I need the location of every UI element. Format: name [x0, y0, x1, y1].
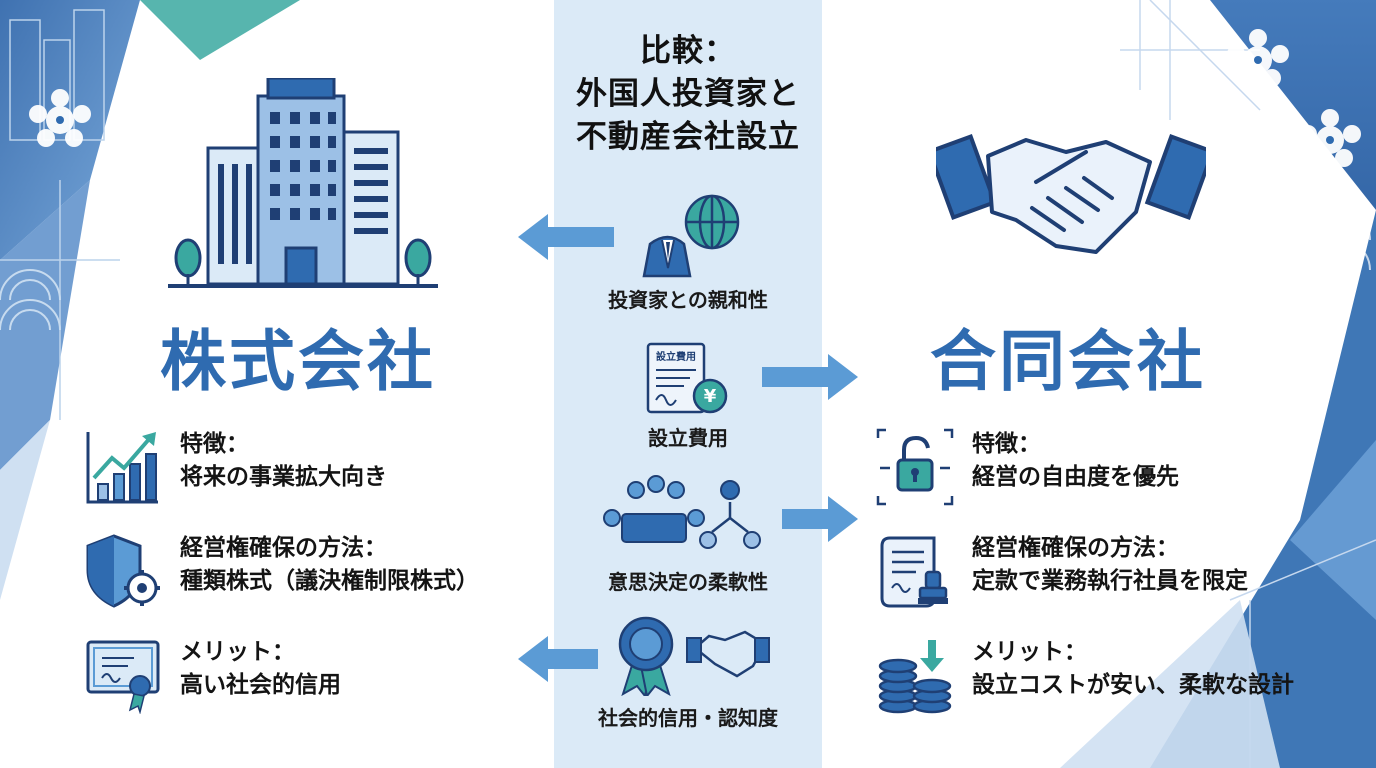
yen-coin-symbol: ¥: [704, 386, 717, 407]
left-feature-characteristic: 特徴： 将来の事業拡大向き: [84, 428, 387, 506]
office-building-icon: [168, 78, 438, 288]
feature-heading: メリット：: [180, 639, 295, 665]
investor-globe-icon: [642, 194, 740, 278]
center-item-label: 社会的信用・認知度: [598, 706, 778, 730]
left-title: 株式会社: [160, 323, 436, 400]
coins-download-icon: [878, 640, 952, 714]
growth-chart-icon: [86, 432, 158, 504]
feature-heading: 特徴：: [180, 431, 249, 457]
arrow-left-icon: [518, 214, 614, 260]
feature-heading: 経営権確保の方法：: [180, 535, 387, 561]
right-feature-control-method: 経営権確保の方法： 定款で業務執行社員を限定: [876, 532, 1248, 610]
right-feature-merit: メリット： 設立コストが安い、柔軟な設計: [876, 636, 1294, 714]
unlock-arrows-icon: [876, 428, 954, 506]
cost-document-yen-icon: 設立費用 ¥: [646, 342, 728, 414]
right-title: 合同会社: [930, 323, 1206, 400]
left-feature-control-method: 経営権確保の方法： 種類株式（議決権制限株式）: [84, 532, 479, 610]
shield-gear-icon: [86, 534, 160, 608]
center-item-label: 意思決定の柔軟性: [608, 570, 768, 594]
center-item-setup-cost: 設立費用 ¥ 設立費用: [554, 340, 822, 451]
center-item-label: 投資家との親和性: [608, 288, 768, 312]
center-title-line-2: 外国人投資家と: [576, 76, 800, 112]
right-feature-characteristic: 特徴： 経営の自由度を優先: [876, 428, 1179, 506]
arrow-left-icon: [518, 636, 598, 682]
center-title-line-1: 比較：: [640, 33, 736, 69]
center-item-label: 設立費用: [648, 426, 728, 450]
center-item-decision-flexibility: 意思決定の柔軟性: [554, 474, 822, 595]
feature-heading: 特徴：: [972, 431, 1041, 457]
feature-heading: 経営権確保の方法：: [972, 535, 1179, 561]
handshake-icon: [936, 134, 1206, 254]
contract-stamp-icon: [880, 536, 948, 608]
center-item-social-credibility: 社会的信用・認知度: [554, 612, 822, 731]
center-title: 比較： 外国人投資家と 不動産会社設立: [554, 30, 822, 159]
feature-text: 種類株式（議決権制限株式）: [180, 568, 479, 594]
center-item-investor-affinity: 投資家との親和性: [554, 190, 822, 313]
feature-text: 高い社会的信用: [180, 672, 341, 698]
left-feature-merit: メリット： 高い社会的信用: [84, 636, 341, 714]
award-handshake-icon: [618, 616, 770, 696]
feature-text: 定款で業務執行社員を限定: [972, 568, 1248, 594]
document-label: 設立費用: [656, 350, 696, 363]
meeting-network-icon: [603, 475, 761, 549]
feature-text: 経営の自由度を優先: [972, 464, 1179, 490]
feature-heading: メリット：: [972, 639, 1087, 665]
certificate-icon: [86, 640, 160, 714]
feature-text: 将来の事業拡大向き: [180, 464, 387, 490]
feature-text: 設立コストが安い、柔軟な設計: [972, 672, 1294, 698]
arrow-right-icon: [782, 496, 858, 542]
center-title-line-3: 不動産会社設立: [576, 119, 800, 155]
arrow-right-icon: [762, 354, 858, 400]
